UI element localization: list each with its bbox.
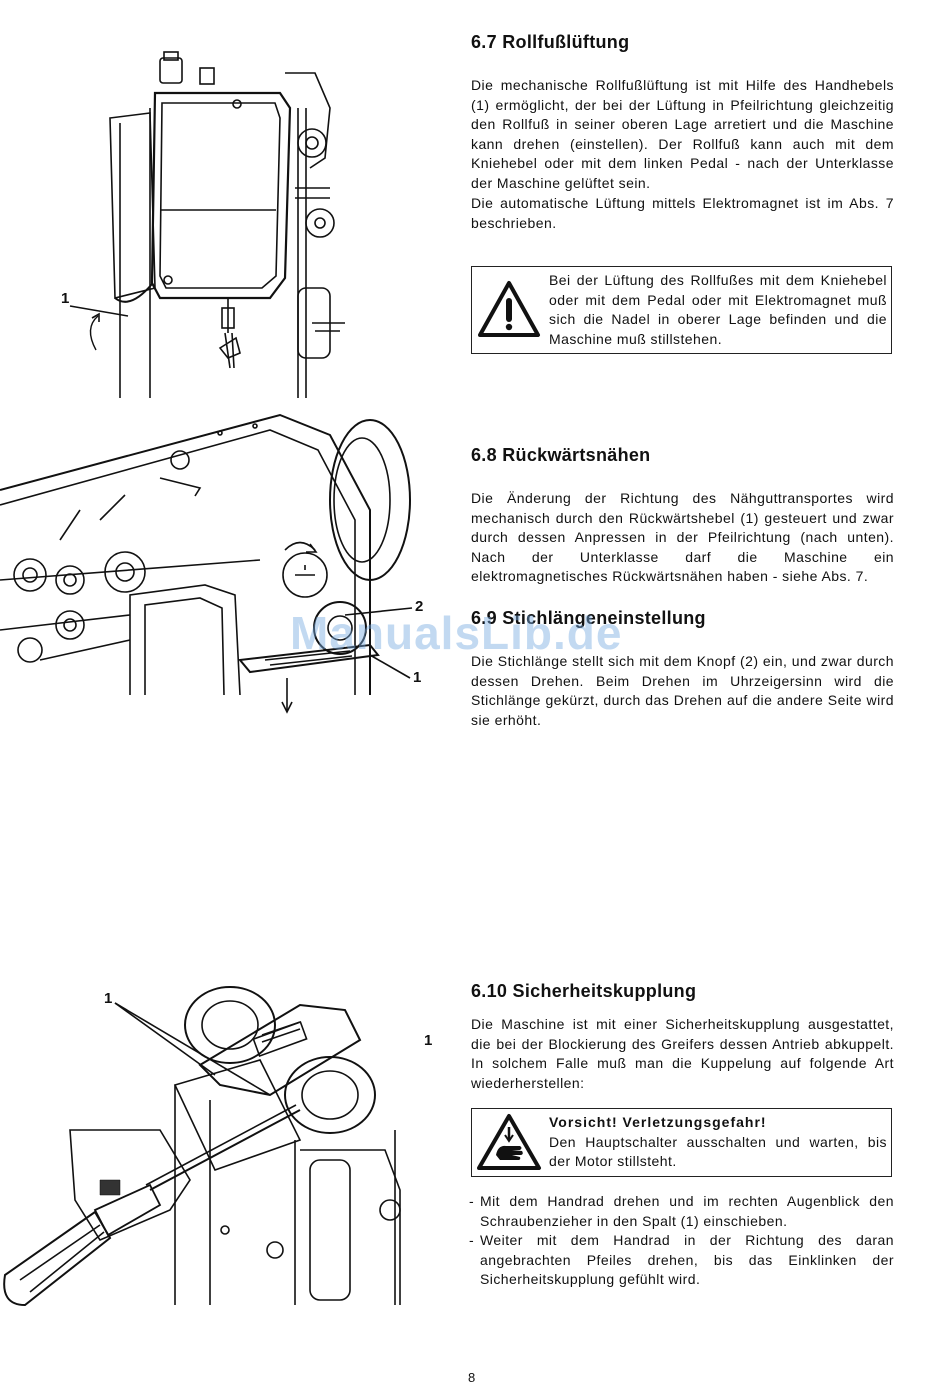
warning-text-roller-foot: Bei der Lüftung des Rollfußes mit dem Kn…: [549, 272, 887, 347]
list-item: -Weiter mit dem Handrad in der Richtung …: [469, 1231, 894, 1290]
list-item: -Mit dem Handrad drehen und im rechten A…: [469, 1192, 894, 1231]
figure1-callout-1: 1: [61, 290, 70, 307]
figure3-callout-1-left: 1: [104, 990, 113, 1007]
warning-text-injury: Vorsicht! Verletzungsgefahr! Den Hauptsc…: [549, 1113, 887, 1172]
warning-box-injury: Vorsicht! Verletzungsgefahr! Den Hauptsc…: [471, 1108, 892, 1177]
figure-roller-foot-lift: [40, 48, 370, 398]
heading-6-9: 6.9 Stichlängeneinstellung: [471, 608, 706, 628]
figure2-callout-2: 2: [415, 598, 424, 615]
section-6-7-paragraph-2: Die automatische Lüftung mittels Elektro…: [471, 195, 894, 231]
warning-title-injury: Vorsicht! Verletzungsgefahr!: [549, 1114, 767, 1130]
section-6-7-paragraph-1: Die mechanische Rollfußlüftung ist mit H…: [471, 77, 894, 191]
bullet-dash: -: [469, 1232, 475, 1249]
heading-6-8: 6.8 Rückwärtsnähen: [471, 445, 651, 465]
warning-box-roller-foot: Bei der Lüftung des Rollfußes mit dem Kn…: [471, 266, 892, 354]
figure-safety-clutch: [0, 980, 440, 1310]
bullet-dash: -: [469, 1193, 475, 1209]
section-6-9-paragraph-1: Die Stichlänge stellt sich mit dem Knopf…: [471, 653, 894, 728]
heading-6-10: 6.10 Sicherheitskupplung: [471, 981, 697, 1001]
warning-triangle-icon: [476, 279, 542, 344]
hand-injury-warning-icon: [476, 1113, 542, 1176]
figure2-callout-1: 1: [413, 669, 422, 686]
page-number: 8: [468, 1370, 476, 1385]
section-6-8-paragraph-1: Die Änderung der Richtung des Nähguttran…: [471, 490, 894, 585]
figure3-callout-1-right: 1: [424, 1032, 433, 1049]
step-text: Mit dem Handrad drehen und im rechten Au…: [480, 1193, 894, 1229]
warning-body-injury: Den Hauptschalter ausschalten und warten…: [549, 1133, 887, 1170]
step-text: Weiter mit dem Handrad in der Richtung d…: [480, 1232, 894, 1288]
heading-6-7: 6.7 Rollfußlüftung: [471, 32, 630, 52]
figure-reverse-lever: [0, 410, 440, 720]
clutch-steps-list: -Mit dem Handrad drehen und im rechten A…: [469, 1192, 894, 1290]
section-6-10-paragraph-1: Die Maschine ist mit einer Sicherheitsku…: [471, 1016, 894, 1091]
